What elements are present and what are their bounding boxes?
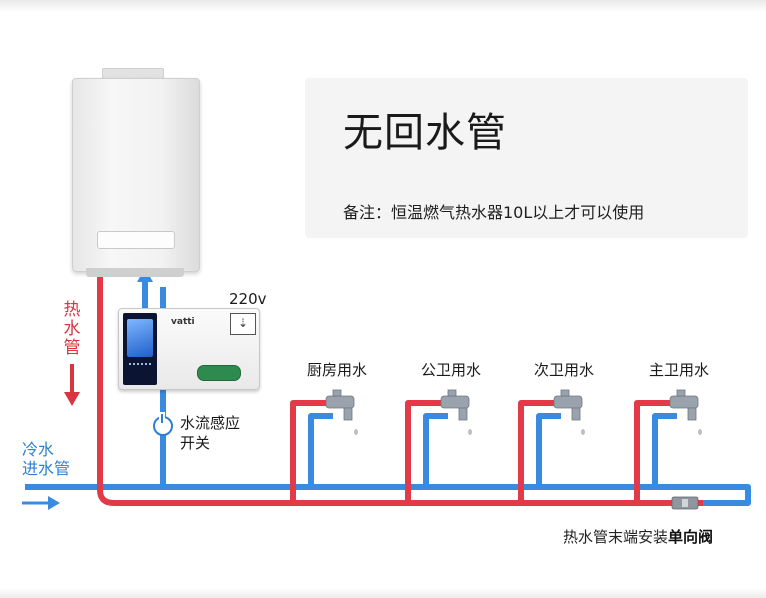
check-valve-note-emphasis: 单向阀 — [668, 528, 714, 546]
bottom-border — [0, 588, 766, 598]
power-label: 220v — [229, 290, 267, 308]
check-valve-icon — [671, 496, 699, 510]
branch-master-bath — [634, 400, 677, 506]
outlet-label-second-bath: 次卫用水 — [534, 361, 595, 379]
check-valve-note-prefix: 热水管末端安装 — [563, 528, 669, 546]
top-border — [0, 0, 766, 12]
page-title: 无回水管 — [343, 110, 507, 156]
usage-note: 备注：恒温燃气热水器10L以上才可以使用 — [343, 203, 645, 222]
controller-display — [123, 313, 157, 385]
socket-icon: ⇣ — [230, 313, 256, 335]
outlet-label-kitchen: 厨房用水 — [307, 361, 368, 379]
power-switch-icon — [153, 414, 173, 436]
heater-display-window — [97, 231, 175, 249]
title-panel: 无回水管 备注：恒温燃气热水器10L以上才可以使用 — [305, 78, 748, 238]
display-buttons — [129, 363, 151, 379]
branch-kitchen — [290, 400, 333, 506]
water-heater — [72, 78, 200, 272]
heater-base — [86, 268, 184, 277]
controller-brand: vatti — [171, 317, 195, 327]
hot-water-pipe-label: 热水管 — [63, 300, 81, 358]
faucet-icon — [325, 389, 358, 435]
cold-main-pipe — [25, 484, 751, 506]
arrow-right-icon — [22, 496, 60, 510]
branch-public-bath — [405, 400, 448, 506]
branch-second-bath — [518, 400, 561, 506]
display-screen — [127, 319, 153, 357]
faucet-icon — [669, 389, 702, 435]
flow-switch-label: 水流感应 开关 — [180, 414, 241, 452]
controller-badge — [197, 365, 241, 381]
hot-main-pipe — [97, 275, 703, 506]
faucet-icon — [440, 389, 472, 435]
faucet-icon — [553, 389, 585, 435]
outlet-label-master-bath: 主卫用水 — [649, 361, 710, 379]
check-valve-note: 热水管末端安装单向阀 — [563, 526, 713, 547]
outlet-label-public-bath: 公卫用水 — [421, 361, 482, 379]
cold-water-inlet-label: 冷水 进水管 — [22, 440, 71, 478]
arrow-down-icon — [64, 364, 80, 406]
